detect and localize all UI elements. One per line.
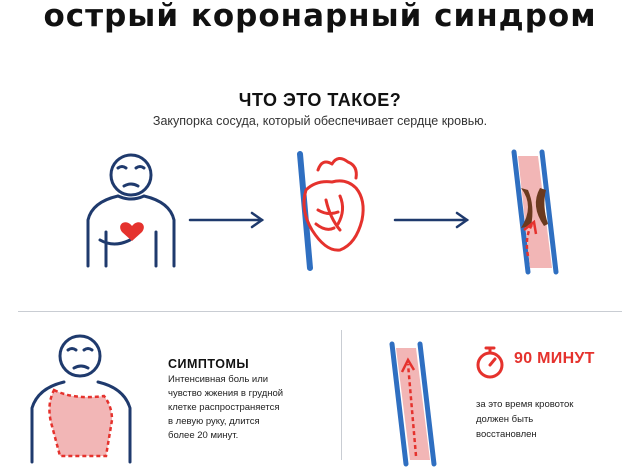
section-description: Закупорка сосуда, который обеспечивает с… — [152, 114, 488, 128]
open-vessel-illustration — [389, 341, 437, 467]
person-pain-illustration — [30, 334, 132, 464]
symptoms-line: Интенсивная боль или — [168, 374, 269, 385]
timer-line: восстановлен — [476, 429, 537, 440]
symptoms-line: чувство жжения в грудной — [168, 388, 284, 399]
symptoms-line: более 20 минут. — [168, 430, 239, 441]
timer-label: 90 МИНУТ — [514, 350, 595, 367]
timer-line: должен быть — [476, 414, 534, 425]
arrow-icon — [188, 211, 265, 229]
stopwatch-icon — [476, 346, 504, 379]
heart-icon — [120, 222, 144, 241]
symptoms-line: в левую руку, длится — [168, 416, 260, 427]
timer-description: за это время кровоток должен быть восста… — [476, 397, 626, 442]
section-divider — [18, 311, 622, 312]
timer-line: за это время кровоток — [476, 399, 574, 410]
person-heart-illustration — [86, 153, 176, 268]
section-question: ЧТО ЭТО ТАКОЕ? — [238, 90, 402, 110]
arrow-icon — [393, 211, 470, 229]
heart-anatomy-illustration — [297, 151, 365, 271]
symptoms-title: СИМПТОМЫ — [168, 357, 250, 371]
vertical-divider — [341, 330, 342, 460]
symptoms-description: Интенсивная боль или чувство жжения в гр… — [168, 373, 338, 443]
blocked-vessel-illustration — [511, 149, 559, 275]
symptoms-line: клетке распространяется — [168, 402, 280, 413]
page-title: острый коронарный синдром — [43, 0, 597, 34]
